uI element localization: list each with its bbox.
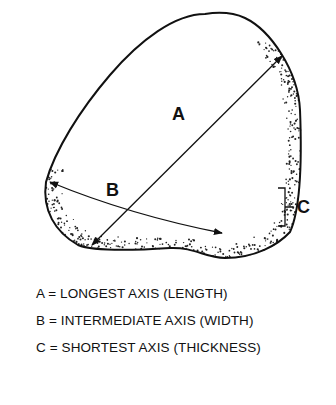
axis-letter: B (106, 180, 119, 201)
thickness-bracket (278, 188, 293, 226)
axis-definition: C = SHORTEST AXIS (THICKNESS) (36, 340, 261, 355)
stipple-texture (45, 41, 301, 258)
pebble-outline (45, 13, 300, 258)
axis-letter: A (172, 104, 185, 125)
intermediate-axis-arrow (50, 182, 222, 233)
axis-definition: A = LONGEST AXIS (LENGTH) (36, 286, 228, 301)
axis-letter: C (297, 197, 310, 218)
axis-definition: B = INTERMEDIATE AXIS (WIDTH) (36, 313, 254, 328)
long-axis-arrow (92, 56, 282, 245)
